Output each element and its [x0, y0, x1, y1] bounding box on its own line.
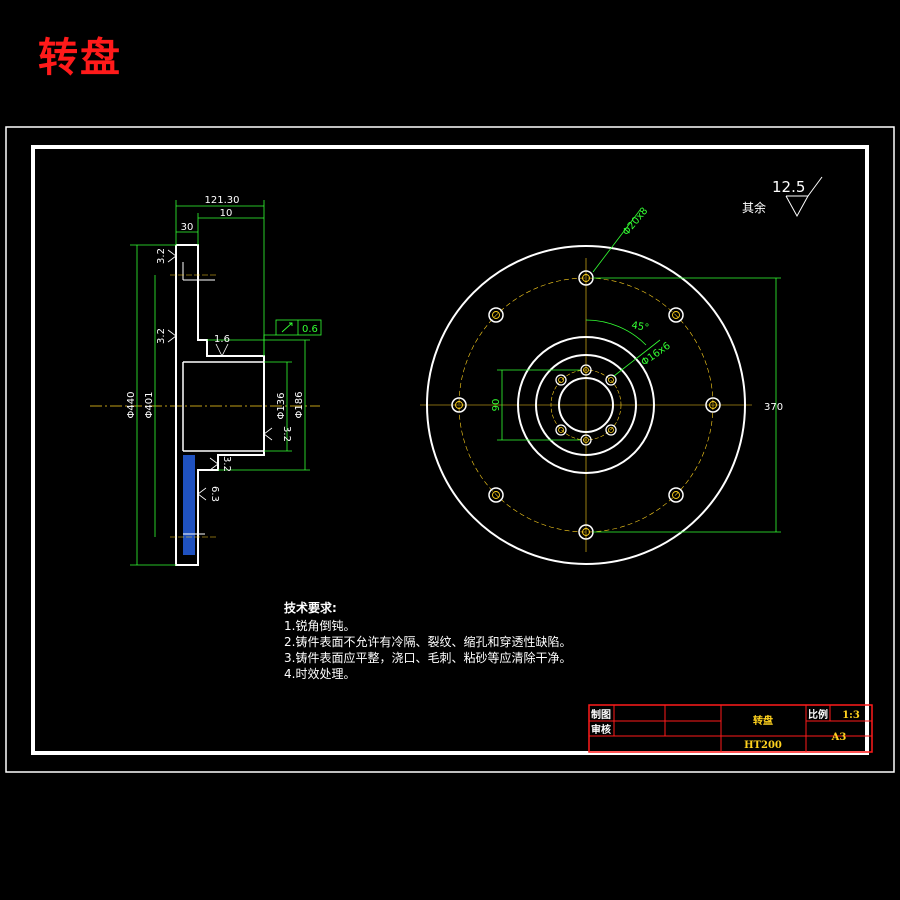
- rough-3-text: 1.6: [214, 334, 230, 345]
- inner-hole: [555, 424, 567, 436]
- rough-mark-4: [263, 427, 273, 441]
- tb-drawn-label: 制图: [591, 708, 611, 721]
- roughness-tail: [807, 176, 823, 197]
- dim-hole-outer-text: Φ20x8: [621, 206, 651, 238]
- dim-bore-text: Φ136: [276, 393, 287, 420]
- rough-mark-5: [209, 457, 219, 471]
- inner-hole: [605, 374, 617, 386]
- outer-hole-inner: [582, 528, 590, 536]
- dim-outer-dia-text: Φ440: [126, 392, 137, 419]
- rough-mark-3: [215, 343, 229, 357]
- outer-circle: [426, 245, 746, 565]
- outer-hole-inner: [672, 491, 680, 499]
- rough-5-text: 3.2: [221, 456, 232, 472]
- inner-hole: [605, 424, 617, 436]
- bolt-pcd-circle: [458, 277, 714, 533]
- dim-angle-arc: [585, 319, 647, 346]
- title-block: 制图 审核 转盘 比例 1:3 HT200 A3: [588, 704, 873, 753]
- inner-hole-inner: [583, 367, 589, 373]
- hole-inner-leader: [613, 339, 661, 377]
- outer-hole: [668, 307, 684, 323]
- sheet-outer-border: [5, 126, 895, 773]
- inner-hole-inner: [608, 427, 614, 433]
- tech-req-item: 4.时效处理。: [284, 666, 355, 681]
- section-outline: [175, 244, 265, 566]
- dim-bolt-dia-text: Φ401: [144, 392, 155, 419]
- roughness-triangle: [785, 195, 809, 218]
- front-view: 370 90 45° Φ20x8 Φ16x6: [420, 206, 783, 565]
- runout-icon: [281, 322, 293, 333]
- inner-hole-inner: [558, 377, 564, 383]
- outer-hole: [488, 487, 504, 503]
- tech-requirements: 技术要求: 1.锐角倒钝。 2.铸件表面不允许有冷隔、裂纹、缩孔和穿透性缺陷。 …: [284, 600, 571, 681]
- rough-mark-6: [197, 487, 207, 501]
- rough-6-text: 6.3: [209, 486, 220, 502]
- outer-hole-inner: [492, 491, 500, 499]
- outer-hole-inner: [455, 401, 463, 409]
- tb-sheet-size: A3: [831, 732, 847, 743]
- outer-hole-inner: [709, 401, 717, 409]
- dim-inner-pcd-text: 90: [491, 399, 502, 412]
- tech-req-item: 1.锐角倒钝。: [284, 619, 355, 633]
- inner-hole: [580, 364, 592, 376]
- outer-hole: [668, 487, 684, 503]
- bore-circle: [558, 377, 614, 433]
- tolerance-value: 0.6: [302, 324, 318, 335]
- dim-hole-inner-text: Φ16x6: [639, 341, 672, 369]
- hub-circle: [535, 354, 637, 456]
- dim-hub-width-text: 10: [220, 208, 233, 219]
- rough-1-text: 3.2: [156, 248, 167, 264]
- general-roughness-symbol: 12.5 其余: [742, 176, 823, 218]
- rough-mark-2: [167, 329, 177, 343]
- outer-hole: [451, 397, 467, 413]
- tech-req-item: 2.铸件表面不允许有冷隔、裂纹、缩孔和穿透性缺陷。: [284, 634, 571, 649]
- dim-hub-dia-text: Φ186: [294, 392, 305, 419]
- tolerance-leader: [263, 334, 276, 356]
- section-view: 0.6 121.30 10 30 Φ440 Φ401 Φ136 Φ186 3.2…: [90, 195, 322, 566]
- dim-overall-width-text: 121.30: [205, 195, 240, 206]
- inner-pcd-circle: [550, 369, 622, 441]
- rough-4-text: 3.2: [281, 426, 292, 442]
- hub-outer-circle: [517, 336, 655, 474]
- dim-outer-pcd-text: 370: [764, 402, 783, 413]
- hole-outer-leader: [592, 209, 641, 273]
- inner-hole: [555, 374, 567, 386]
- tb-checked-label: 审核: [591, 723, 611, 736]
- tolerance-frame: [275, 319, 322, 336]
- inner-hole-inner: [558, 427, 564, 433]
- rough-2-text: 3.2: [156, 328, 167, 344]
- dim-angle-text: 45°: [630, 320, 649, 334]
- dim-flange-text: 30: [181, 222, 194, 233]
- outer-hole-inner: [582, 274, 590, 282]
- inner-hole-inner: [608, 377, 614, 383]
- drawing-title: 转盘: [38, 34, 122, 81]
- outer-hole-inner: [492, 311, 500, 319]
- inner-hole-inner: [583, 437, 589, 443]
- rough-mark-1: [167, 249, 177, 263]
- roughness-label: 其余: [742, 200, 766, 215]
- inner-hole: [580, 434, 592, 446]
- roughness-value: 12.5: [772, 178, 805, 196]
- outer-hole: [705, 397, 721, 413]
- tb-scale-value: 1:3: [842, 710, 860, 721]
- title-block-frame: [588, 704, 873, 753]
- tb-part-name: 转盘: [753, 714, 773, 727]
- outer-hole-inner: [672, 311, 680, 319]
- tech-req-heading: 技术要求:: [284, 600, 337, 615]
- outer-hole: [488, 307, 504, 323]
- tb-scale-label: 比例: [808, 708, 828, 721]
- tb-material: HT200: [744, 740, 782, 751]
- sheet-inner-border: [31, 145, 869, 755]
- section-hatch: [183, 455, 195, 555]
- tech-req-item: 3.铸件表面应平整，浇口、毛刺、粘砂等应清除干净。: [284, 650, 571, 665]
